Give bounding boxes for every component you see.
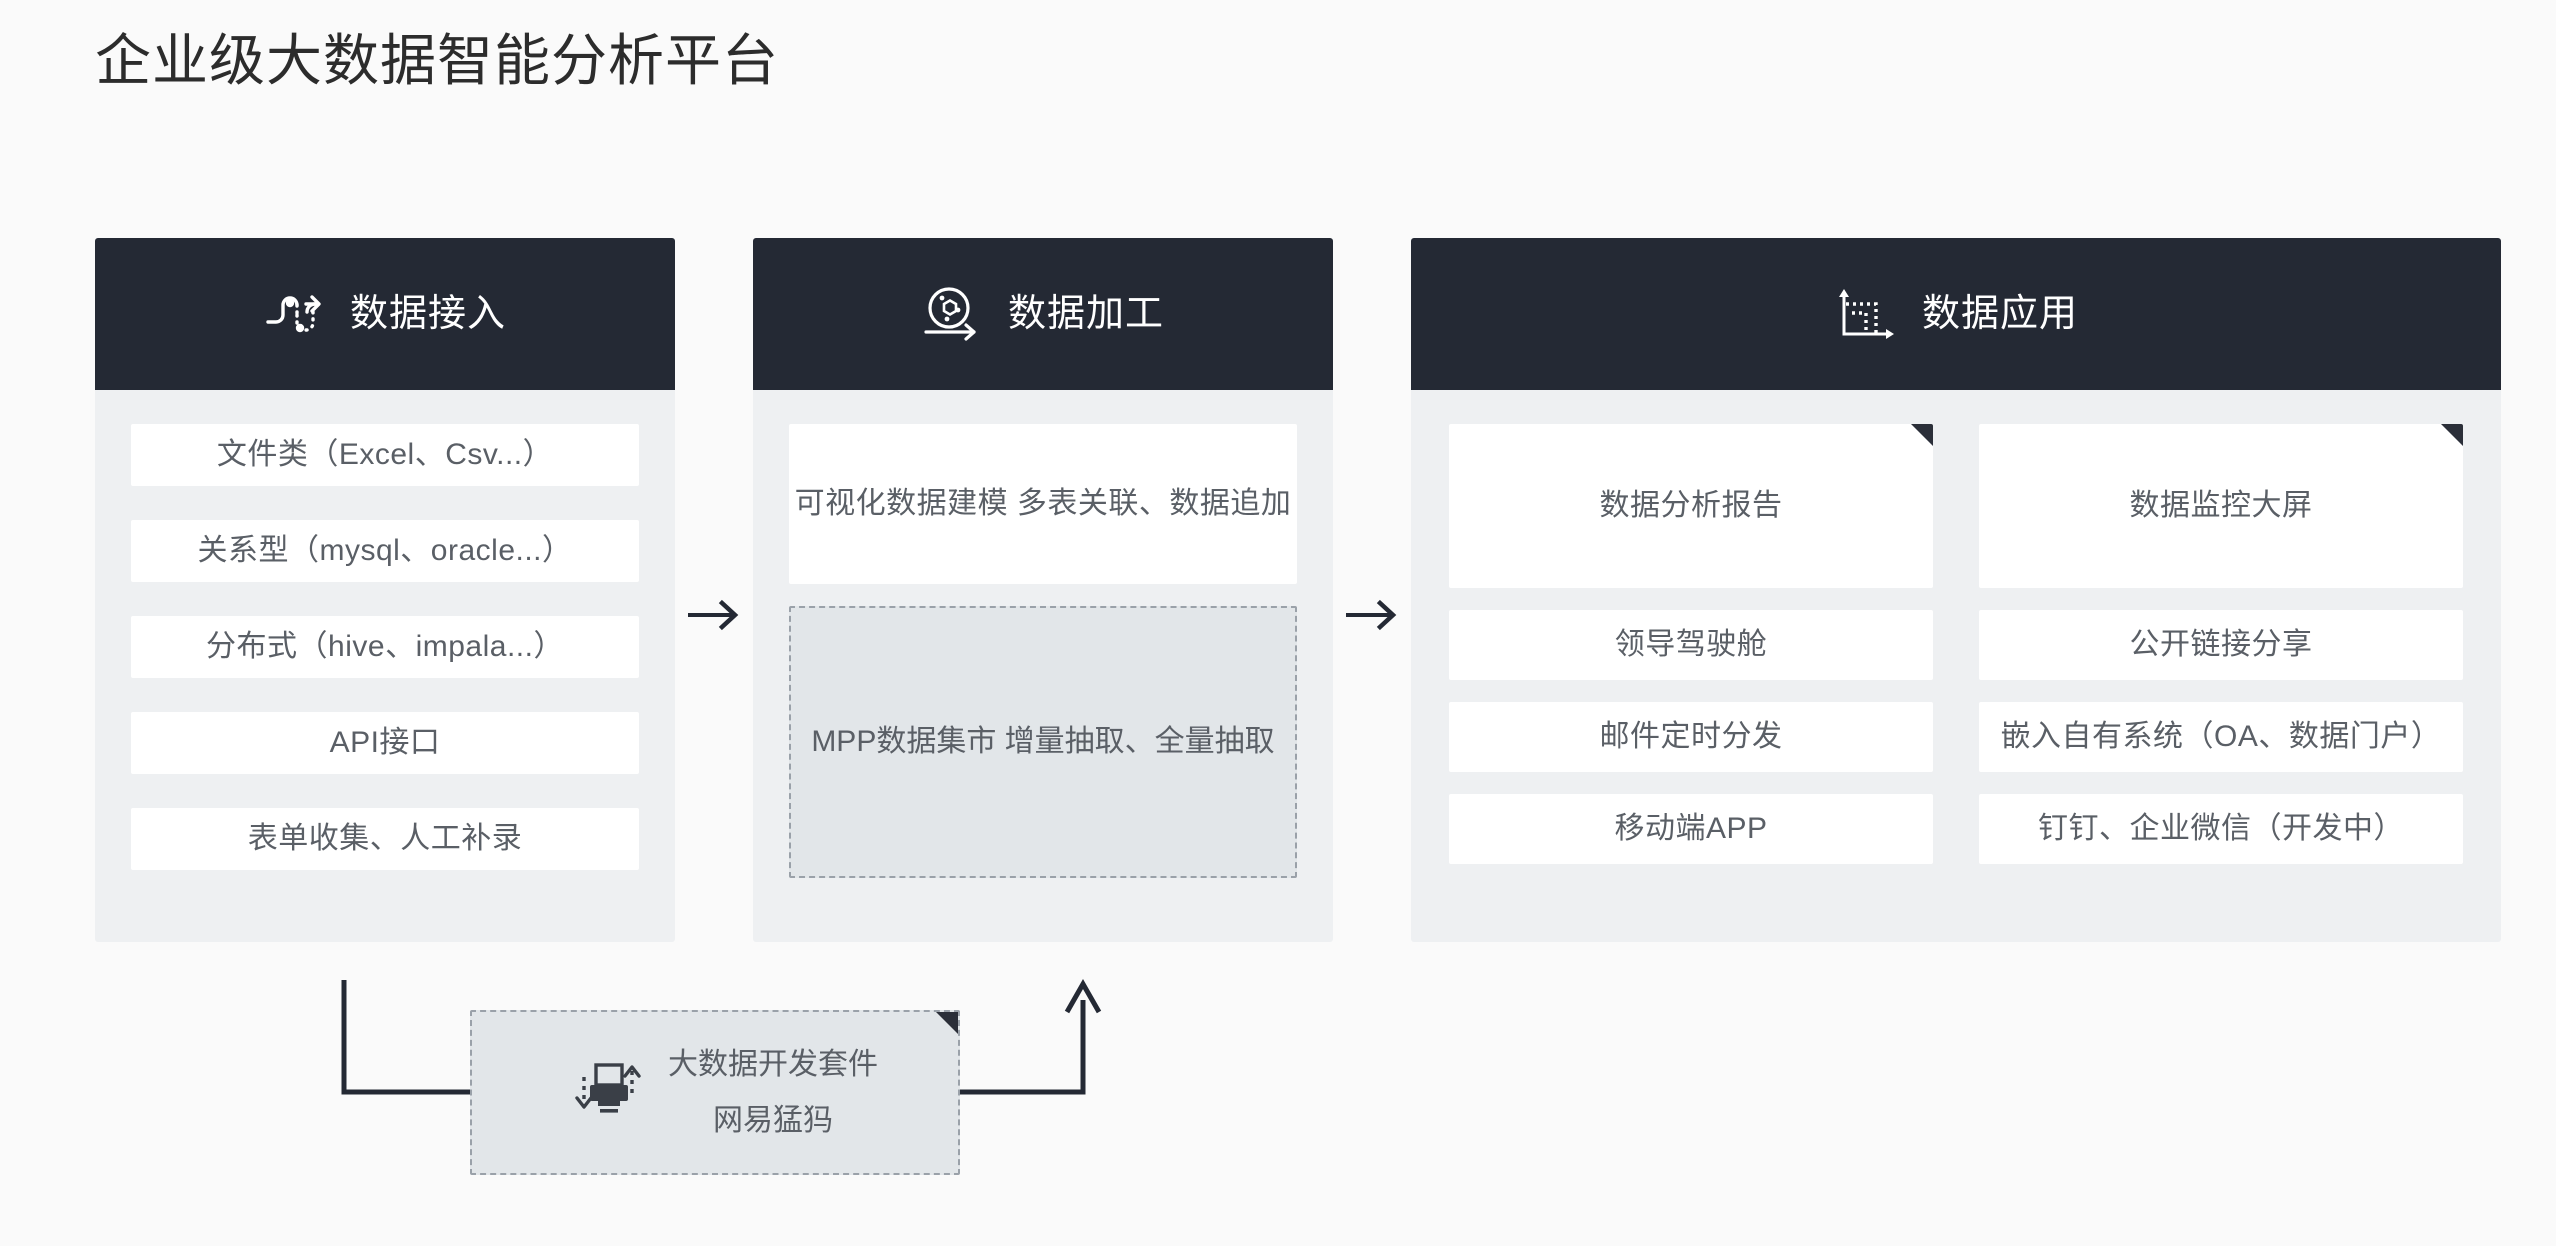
arrow-process-to-apply-icon [1338,595,1408,635]
column-data-apply: 数据应用 数据分析报告 数据监控大屏 领导驾驶舱 公开链接分享 邮件定时分发 嵌… [1411,238,2501,942]
modeling-card-line-2: 多表关联、数据追加 [1016,487,1292,520]
card-label: 数据监控大屏 [2129,489,2313,522]
list-item[interactable]: API接口 [131,712,639,774]
list-item[interactable]: 公开链接分享 [1979,610,2463,680]
card-label: 移动端APP [1614,812,1768,845]
data-route-icon [264,286,326,342]
column-header-data-process: 数据加工 [753,238,1333,390]
list-item[interactable]: 嵌入自有系统（OA、数据门户） [1979,702,2463,772]
toolkit-line-1: 大数据开发套件 [668,1047,878,1081]
app-featured-card[interactable]: 数据分析报告 [1449,424,1933,588]
card-label: 领导驾驶舱 [1614,628,1768,661]
card-label: 文件类（Excel、Csv...） [216,438,554,471]
corner-ribbon-icon [936,1012,958,1034]
mpp-data-mart-box[interactable]: MPP数据集市 增量抽取、全量抽取 [789,606,1297,878]
app-featured-card[interactable]: 数据监控大屏 [1979,424,2463,588]
card-label: 表单收集、人工补录 [247,822,523,855]
column-header-data-ingest: 数据接入 [95,238,675,390]
modeling-card[interactable]: 可视化数据建模 多表关联、数据追加 [789,424,1297,584]
column-data-process: 数据加工 可视化数据建模 多表关联、数据追加 MPP数据集市 增量抽取、全量抽取 [753,238,1333,942]
list-item[interactable]: 关系型（mysql、oracle...） [131,520,639,582]
arrow-ingest-to-process-icon [680,595,750,635]
corner-ribbon-icon [1911,424,1933,446]
toolkit-line-2: 网易猛犸 [713,1103,833,1137]
column-body-data-apply: 数据分析报告 数据监控大屏 领导驾驶舱 公开链接分享 邮件定时分发 嵌入自有系统… [1411,390,2501,898]
column-body-data-process: 可视化数据建模 多表关联、数据追加 MPP数据集市 增量抽取、全量抽取 [753,390,1333,912]
page-title: 企业级大数据智能分析平台 [95,29,779,92]
list-item[interactable]: 邮件定时分发 [1449,702,1933,772]
column-body-data-ingest: 文件类（Excel、Csv...） 关系型（mysql、oracle...） 分… [95,390,675,904]
column-title-data-ingest: 数据接入 [349,293,506,335]
card-label: 钉钉、企业微信（开发中） [2038,812,2404,845]
list-item[interactable]: 领导驾驶舱 [1449,610,1933,680]
modeling-card-line-1: 可视化数据建模 [794,487,1009,520]
list-item[interactable]: 表单收集、人工补录 [131,808,639,870]
list-item[interactable]: 文件类（Excel、Csv...） [131,424,639,486]
mpp-box-line-2: 增量抽取、全量抽取 [1004,725,1275,758]
toolkit-text: 大数据开发套件 网易猛犸 [668,1042,878,1144]
big-data-toolkit-box[interactable]: 大数据开发套件 网易猛犸 [470,1010,960,1175]
data-processing-icon [922,284,984,344]
card-label: 嵌入自有系统（OA、数据门户） [2000,720,2442,753]
list-item[interactable]: 移动端APP [1449,794,1933,864]
card-label: 数据分析报告 [1599,489,1783,522]
mpp-box-line-1: MPP数据集市 [811,725,997,758]
chart-axes-icon [1834,284,1898,344]
list-item[interactable]: 分布式（hive、impala...） [131,616,639,678]
column-data-ingest: 数据接入 文件类（Excel、Csv...） 关系型（mysql、oracle.… [95,238,675,942]
printer-transfer-icon [572,1049,646,1137]
column-header-data-apply: 数据应用 [1411,238,2501,390]
card-label: 关系型（mysql、oracle...） [197,534,573,567]
card-label: 公开链接分享 [2129,628,2313,661]
card-label: 分布式（hive、impala...） [206,630,564,663]
card-label: 邮件定时分发 [1599,720,1783,753]
corner-ribbon-icon [2441,424,2463,446]
column-title-data-apply: 数据应用 [1921,293,2078,335]
apps-grid: 数据分析报告 数据监控大屏 领导驾驶舱 公开链接分享 邮件定时分发 嵌入自有系统… [1449,424,2463,864]
column-title-data-process: 数据加工 [1007,293,1164,335]
card-label: API接口 [329,726,441,759]
list-item[interactable]: 钉钉、企业微信（开发中） [1979,794,2463,864]
